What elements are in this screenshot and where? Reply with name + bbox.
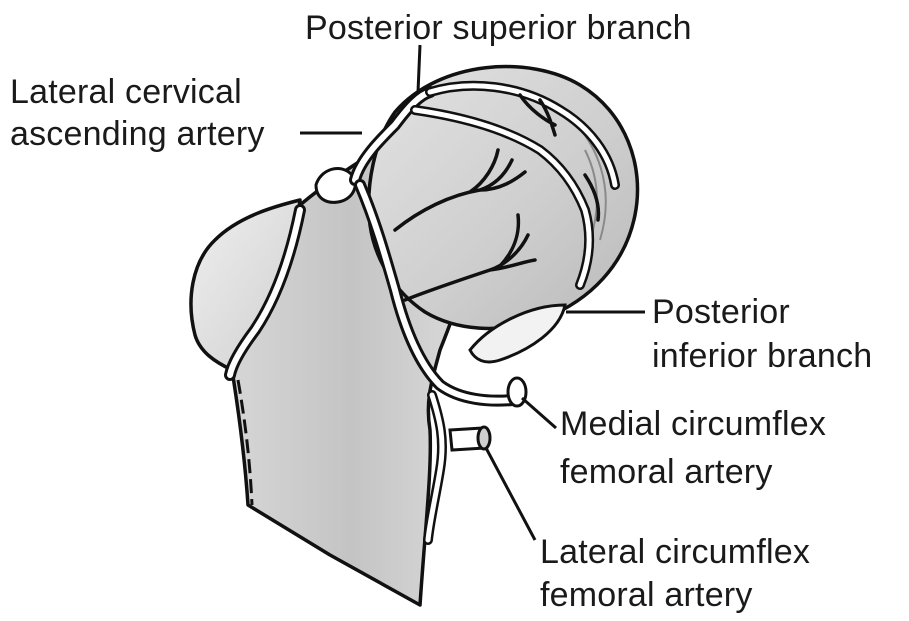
label-posterior-inferior-line2: inferior branch	[652, 336, 872, 376]
leader-medial-circumflex	[522, 398, 556, 428]
label-medial-circumflex-line2: femoral artery	[560, 452, 773, 492]
leader-lateral-circumflex	[486, 448, 535, 540]
label-lateral-cervical-line1: Lateral cervical	[10, 72, 242, 112]
label-lateral-circumflex-line1: Lateral circumflex	[540, 532, 810, 572]
leader-posterior-superior	[418, 45, 420, 92]
neck-notch	[316, 168, 355, 202]
medial-circumflex-cut-end	[508, 378, 526, 406]
label-lateral-circumflex-line2: femoral artery	[540, 575, 753, 615]
label-lateral-cervical-line2: ascending artery	[10, 114, 265, 154]
label-posterior-superior-branch: Posterior superior branch	[305, 8, 692, 48]
label-posterior-inferior-line1: Posterior	[652, 292, 790, 332]
label-medial-circumflex-line1: Medial circumflex	[560, 404, 826, 444]
